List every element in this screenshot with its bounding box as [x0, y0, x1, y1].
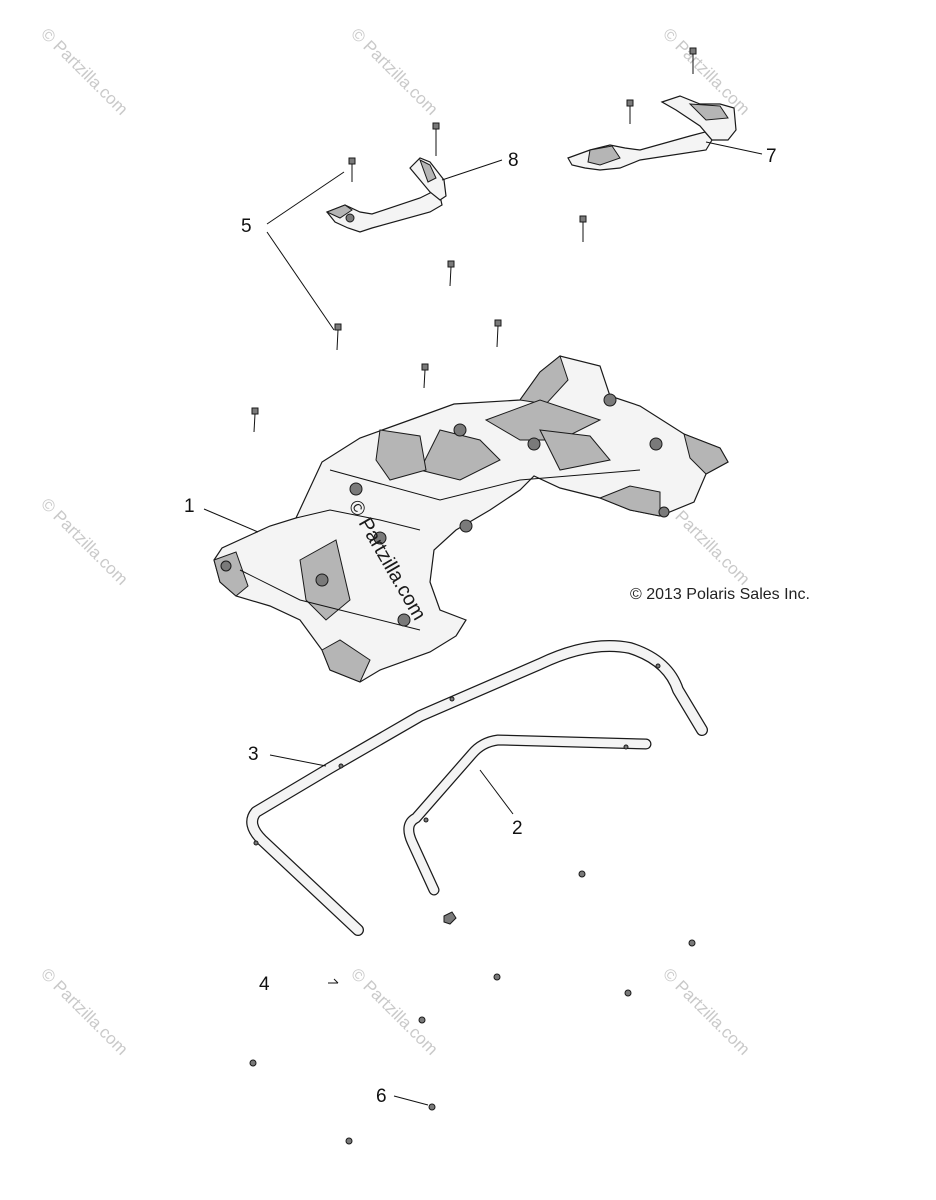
callout-1: 1: [184, 496, 195, 517]
screw: [432, 122, 440, 156]
screw: [447, 260, 455, 287]
screw: [579, 215, 587, 242]
copyright-text: © 2013 Polaris Sales Inc.: [630, 586, 810, 603]
watermark-top-left: © Partzilla.com: [37, 24, 131, 118]
watermark-bottom-left: © Partzilla.com: [37, 964, 131, 1058]
watermark-top-center: © Partzilla.com: [347, 24, 441, 118]
screw: [494, 319, 502, 348]
part-1-rack-base: [213, 355, 729, 683]
screw: [626, 99, 634, 124]
watermark-mid-left: © Partzilla.com: [37, 494, 131, 588]
callout-3: 3: [248, 744, 259, 765]
screw: [421, 363, 429, 389]
part-4-clip: [328, 911, 457, 984]
callout-labels: 1 2 3 4 5 6 7 8: [184, 146, 777, 1107]
part-6-nuts: [249, 870, 696, 1145]
screw: [251, 407, 259, 433]
callout-5: 5: [241, 216, 252, 237]
part-7-right-bracket: [567, 95, 737, 171]
part-5-screws: [251, 47, 697, 433]
callout-4: 4: [259, 974, 270, 995]
callout-6: 6: [376, 1086, 387, 1107]
part-8-left-bracket: [325, 157, 447, 233]
watermark-bottom-right: © Partzilla.com: [659, 964, 753, 1058]
screw: [334, 323, 342, 351]
screw: [689, 47, 697, 74]
leader-lines: [203, 141, 763, 1106]
part-2-small-rail: [403, 734, 652, 896]
part-3-large-rail: [246, 640, 708, 936]
callout-7: 7: [766, 146, 777, 167]
screw: [348, 157, 356, 182]
callout-8: 8: [508, 150, 519, 171]
callout-2: 2: [512, 818, 523, 839]
watermark-bottom-center: © Partzilla.com: [347, 964, 441, 1058]
